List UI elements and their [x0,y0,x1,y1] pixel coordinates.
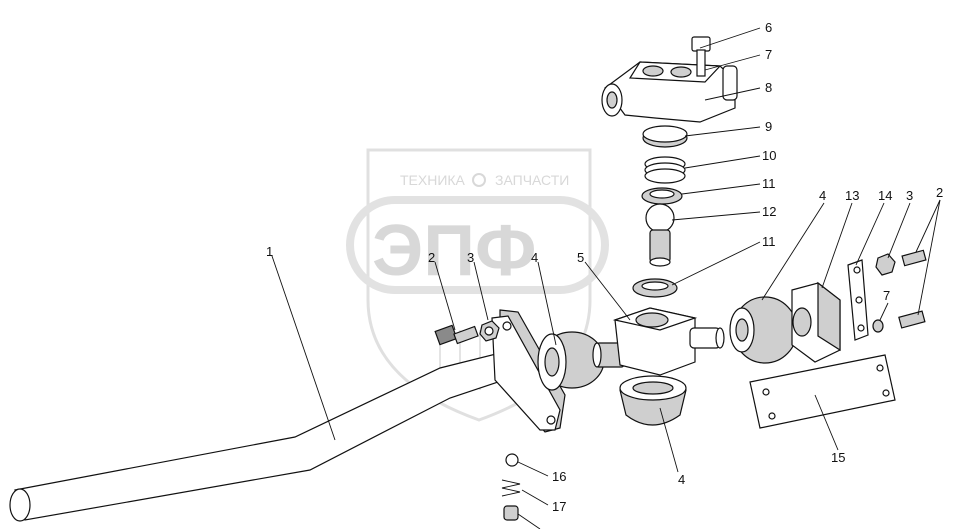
callout-7-top: 7 [765,47,772,62]
part-spring-17 [501,479,521,497]
part-bushing-right [729,296,798,364]
part-ring-9 [642,125,688,148]
part-support-13 [791,281,841,363]
callout-12: 12 [762,204,776,219]
part-spring-10 [644,156,686,184]
part-screw-top [691,36,711,77]
callout-11-top: 11 [762,176,776,191]
part-nut-left [479,320,500,342]
callout-2-left: 2 [428,250,435,265]
callout-4-bottom: 4 [678,472,685,487]
callout-1: 1 [266,244,273,259]
callout-5: 5 [577,250,584,265]
callout-4-left: 4 [531,250,538,265]
part-washer-11-bottom [632,278,678,298]
part-washer-7-right [872,319,884,333]
part-plate-14 [847,259,869,341]
part-valve-block [601,61,738,123]
callout-10: 10 [762,148,776,163]
callout-14: 14 [878,188,892,203]
part-ball-16 [505,453,519,467]
part-bracket [491,309,566,433]
part-nut-right [875,253,896,276]
callout-labels: 1 2 3 4 5 6 7 8 9 10 11 12 11 4 13 14 3 … [266,20,943,514]
part-ball-valve-12 [645,203,675,267]
part-housing [592,307,725,376]
part-washer-11-top [641,187,683,205]
callout-8: 8 [765,80,772,95]
part-bolt-right-top [901,249,927,267]
callout-16: 16 [552,469,566,484]
part-bushing-left [537,331,605,391]
callout-9: 9 [765,119,772,134]
part-tube [9,347,529,522]
watermark-word-left: ТЕХНИКА [400,172,466,188]
part-cup-bottom [619,375,687,426]
callout-7-right: 7 [883,288,890,303]
callout-3-left: 3 [467,250,474,265]
part-bolt-left [434,324,479,346]
callout-17: 17 [552,499,566,514]
callout-4-right: 4 [819,188,826,203]
leader-lines [271,27,941,529]
callout-13: 13 [845,188,859,203]
callout-11-bottom: 11 [762,234,776,249]
callout-15: 15 [831,450,845,465]
part-plug-bottom [503,505,519,521]
watermark-word-right: ЗАПЧАСТИ [495,172,569,188]
callout-2-right: 2 [936,185,943,200]
part-bolt-right-bottom [898,310,926,329]
watermark-logo: ЭПФ [372,211,536,291]
gear-icon [472,173,486,187]
callout-3-right: 3 [906,188,913,203]
part-plate-15 [749,354,896,429]
callout-6: 6 [765,20,772,35]
